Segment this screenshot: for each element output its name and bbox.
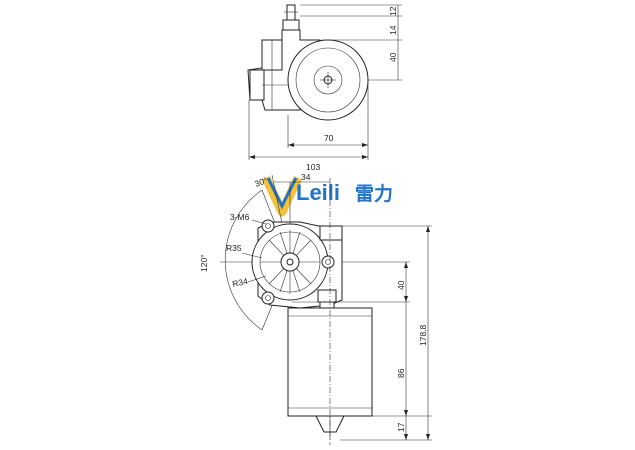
mount-hole-right bbox=[321, 255, 335, 269]
dim-r35: R35 bbox=[226, 243, 242, 253]
dim-front-34: 34 bbox=[301, 172, 311, 182]
dim-front-40: 40 bbox=[396, 280, 406, 290]
leili-logo-icon: Leili 雷力 bbox=[261, 176, 393, 217]
dim-top-14: 14 bbox=[388, 25, 398, 35]
dim-top-40: 40 bbox=[388, 52, 398, 62]
dim-front-178-8: 178.8 bbox=[418, 324, 428, 346]
dim-top-70: 70 bbox=[324, 133, 334, 143]
top-view: 12 14 40 70 103 bbox=[247, 4, 402, 172]
dim-holes-3m6: 3-M6 bbox=[230, 212, 250, 222]
mount-hole-bottom bbox=[261, 291, 275, 305]
dim-angle-30: 30° bbox=[253, 175, 269, 189]
front-view: 40 86 17 178.8 34 30° 3-M6 R35 R34 120° bbox=[199, 172, 432, 445]
dim-r34: R34 bbox=[231, 276, 249, 289]
arc-120 bbox=[224, 189, 263, 331]
logo-latin-text: Leili bbox=[296, 180, 340, 205]
dim-top-12: 12 bbox=[388, 6, 398, 16]
logo-cjk-text: 雷力 bbox=[355, 182, 393, 205]
dim-angle-120: 120° bbox=[199, 254, 209, 272]
dim-front-17: 17 bbox=[396, 422, 406, 432]
dim-top-103: 103 bbox=[306, 162, 320, 172]
dim-front-86: 86 bbox=[396, 368, 406, 378]
mount-hole-top bbox=[261, 219, 275, 233]
